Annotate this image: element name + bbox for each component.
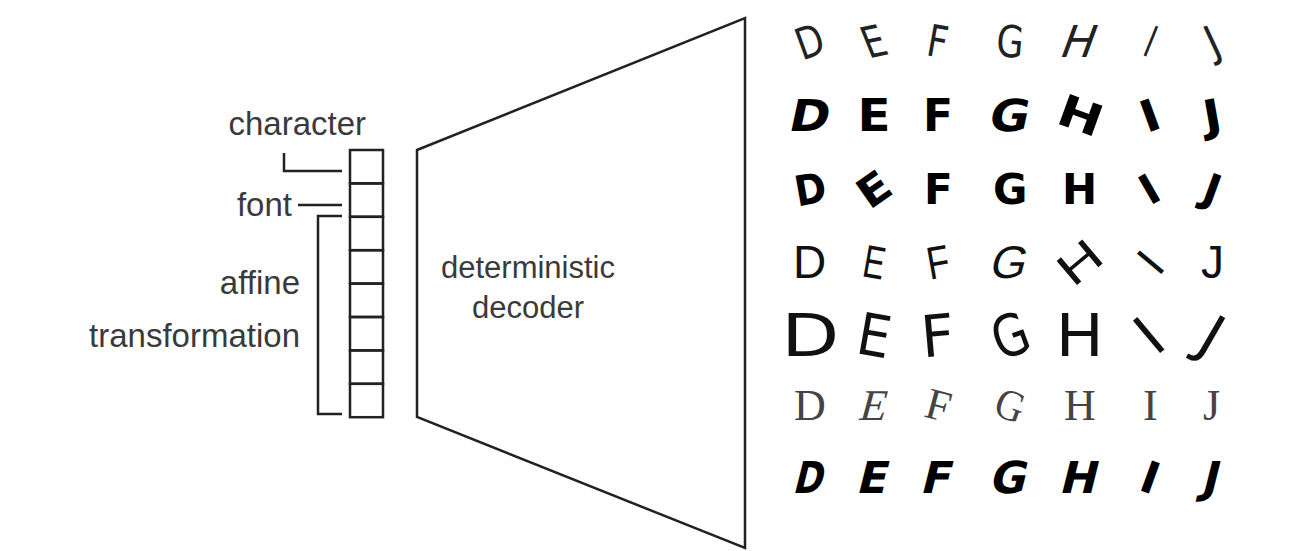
rendered-glyph: E bbox=[854, 456, 895, 500]
rendered-glyph: E bbox=[853, 305, 896, 368]
rendered-glyph: G bbox=[993, 169, 1027, 211]
rendered-glyph: H bbox=[1057, 456, 1105, 500]
rendered-glyph: D bbox=[790, 17, 831, 68]
rendered-glyph: I bbox=[1143, 384, 1158, 428]
rendered-glyph: I bbox=[1135, 455, 1165, 502]
rendered-glyph: G bbox=[984, 303, 1038, 370]
rendered-glyph: I bbox=[1129, 242, 1172, 281]
rendered-glyph: J bbox=[1199, 93, 1224, 139]
rendered-glyph: D bbox=[785, 94, 835, 138]
rendered-glyph: F bbox=[923, 237, 953, 286]
rendered-glyph: F bbox=[924, 19, 952, 66]
decoder-label: deterministic decoder bbox=[423, 248, 633, 329]
rendered-glyph: H bbox=[1056, 307, 1104, 365]
rendered-glyph: G bbox=[995, 19, 1026, 65]
rendered-glyph: H bbox=[1048, 230, 1111, 293]
rendered-glyph: J bbox=[1203, 384, 1220, 428]
rendered-glyph: H bbox=[1062, 169, 1097, 211]
rendered-glyph: I bbox=[1133, 168, 1168, 212]
rendered-glyph: H bbox=[1064, 384, 1096, 428]
rendered-glyph: J bbox=[1190, 307, 1234, 366]
rendered-glyph: D bbox=[793, 239, 826, 285]
rendered-glyph: E bbox=[849, 164, 899, 217]
part-label: font bbox=[172, 179, 292, 232]
rendered-glyph: F bbox=[923, 94, 953, 138]
rendered-glyph: E bbox=[857, 94, 890, 138]
rendered-glyph: F bbox=[918, 456, 959, 500]
rendered-glyph: G bbox=[986, 239, 1034, 285]
rendered-glyph: E bbox=[855, 384, 894, 428]
rendered-glyph: F bbox=[921, 382, 956, 431]
rendered-glyph: E bbox=[855, 19, 894, 65]
rendered-glyph: J bbox=[1201, 239, 1224, 285]
rendered-glyph: F bbox=[924, 169, 953, 211]
rendered-glyph: H bbox=[1052, 88, 1109, 144]
rendered-glyph: F bbox=[919, 306, 957, 367]
rendered-glyph: G bbox=[986, 94, 1035, 138]
part-label: affine transformation bbox=[30, 257, 300, 363]
rendered-glyph: E bbox=[860, 237, 889, 286]
rendered-glyph: I bbox=[1139, 20, 1163, 64]
rendered-glyph: D bbox=[791, 167, 829, 214]
rendered-glyph: H bbox=[1055, 20, 1104, 64]
rendered-glyph: D bbox=[794, 384, 826, 428]
rendered-glyph: J bbox=[1197, 168, 1226, 213]
part-label: character bbox=[146, 98, 366, 151]
rendered-glyph: G bbox=[987, 456, 1034, 500]
rendered-glyph: G bbox=[989, 380, 1031, 431]
rendered-glyph: I bbox=[1124, 308, 1174, 363]
rendered-glyph: J bbox=[1199, 456, 1226, 500]
rendered-glyph: D bbox=[790, 456, 830, 500]
rendered-glyph: I bbox=[1134, 92, 1166, 140]
decoder-trapezoid: deterministic decoder bbox=[415, 16, 747, 550]
rendered-glyph: D bbox=[781, 307, 839, 365]
rendered-glyph: J bbox=[1197, 20, 1227, 64]
